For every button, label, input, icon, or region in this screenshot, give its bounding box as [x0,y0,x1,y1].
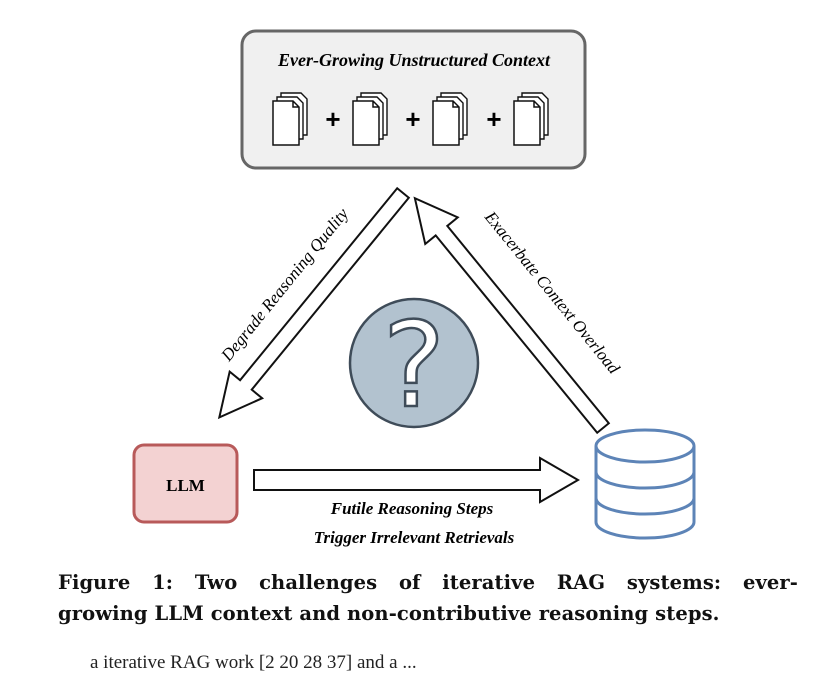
arrow-label-futile: Futile Reasoning Steps [330,499,494,518]
document-icon [513,92,549,146]
question-mark-glyph: ? [383,296,446,434]
plus-symbol: + [405,104,420,134]
llm-box-frame [132,443,239,524]
document-icon [272,92,308,146]
document-icon [352,92,388,146]
document-icon [432,92,468,146]
arrow-context-to-llm [217,186,411,420]
arrow-llm-to-database [253,456,580,504]
context-box-title: Ever-Growing Unstructured Context [277,50,551,70]
arrow-database-to-context [413,196,611,435]
question-mark-icon: ? [348,295,480,435]
caption-line-1: Figure 1: Two challenges of iterative RA… [58,571,798,594]
caption-line-2: growing LLM context and non-contributive… [58,602,720,625]
llm-label: LLM [166,476,205,495]
plus-symbol: + [486,104,501,134]
context-box: Ever-Growing Unstructured Context + + + [240,29,587,170]
llm-box: LLM [132,443,239,524]
plus-symbol: + [325,104,340,134]
body-text-partial: a iterative RAG work [2 20 28 37] and a … [90,652,417,673]
figure-diagram: Ever-Growing Unstructured Context + + + [132,29,696,547]
database-icon [594,428,696,540]
figure-caption: Figure 1: Two challenges of iterative RA… [58,567,798,629]
context-box-frame [240,29,587,170]
arrow-label-trigger: Trigger Irrelevant Retrievals [314,528,515,547]
